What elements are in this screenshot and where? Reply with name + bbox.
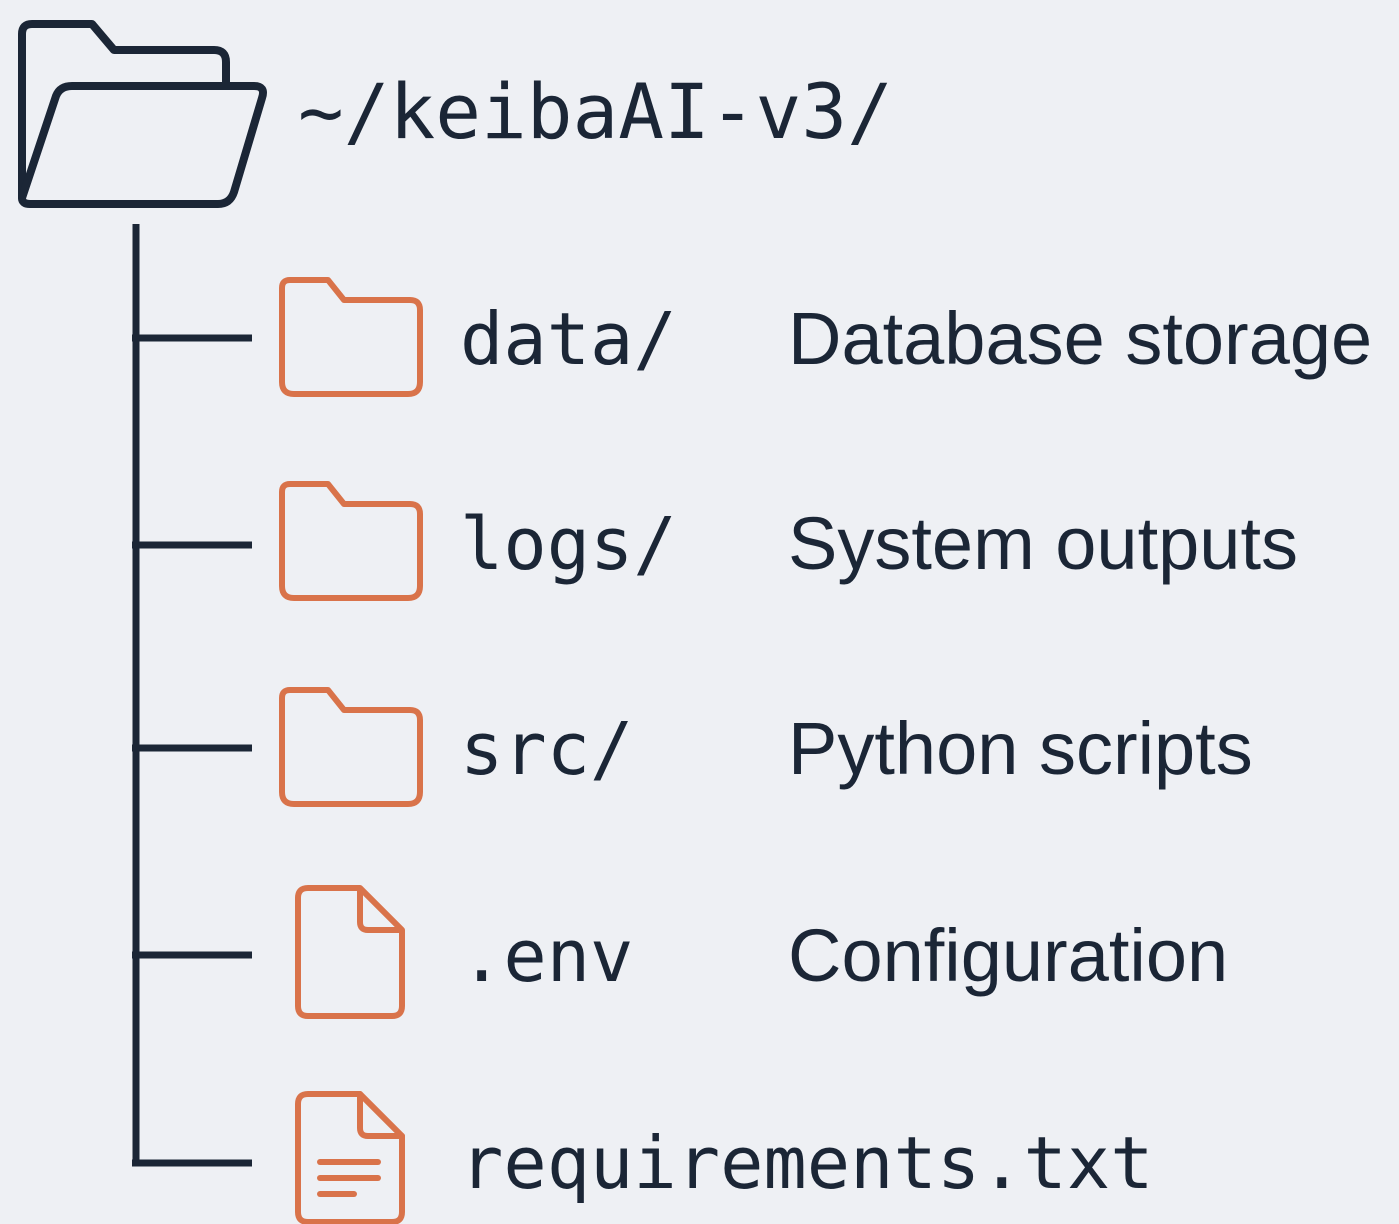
item-description-env: Configuration [788, 914, 1229, 997]
folder-icon [279, 277, 423, 397]
folder-icon [279, 481, 423, 601]
item-name-logs: logs/ [460, 502, 677, 586]
root-directory-label: ~/keibaAI-v3/ [298, 67, 893, 156]
item-name-data: data/ [460, 297, 677, 381]
item-description-src: Python scripts [788, 707, 1253, 790]
item-name-env: .env [460, 914, 634, 998]
text-file-icon [295, 1091, 405, 1224]
item-description-logs: System outputs [788, 502, 1299, 585]
open-folder-icon [18, 20, 267, 208]
item-name-src: src/ [460, 707, 634, 791]
item-name-requirements: requirements.txt [460, 1121, 1154, 1205]
folder-icon [279, 687, 423, 807]
file-icon [295, 885, 405, 1019]
item-description-data: Database storage [788, 297, 1373, 380]
